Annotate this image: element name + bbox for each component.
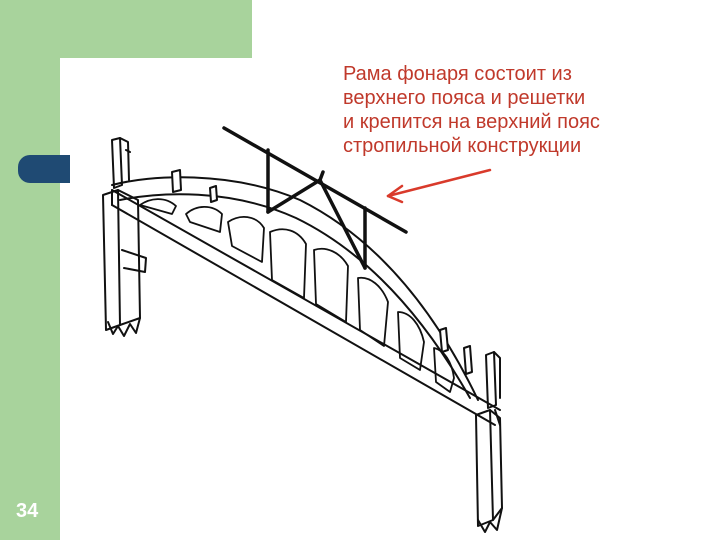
- right-column: [475, 351, 503, 533]
- slide-number: 34: [16, 500, 39, 522]
- caption-line-1: Рама фонаря состоит из: [343, 63, 572, 85]
- truss-drawing: [102, 126, 503, 533]
- lantern-frame: [222, 126, 408, 270]
- pointer-arrow: [386, 168, 492, 204]
- lattice-panels: [139, 198, 455, 393]
- decorative-blue-tab: [18, 155, 70, 183]
- caption-line-3: и крепится на верхний пояс: [343, 111, 600, 133]
- top-posts: [171, 169, 473, 375]
- caption-line-4: стропильной конструкции: [343, 135, 582, 157]
- decorative-green-strip: [0, 58, 60, 540]
- slide-content-area: [60, 58, 720, 540]
- bottom-chord: [111, 189, 501, 426]
- decorative-green-block: [0, 0, 252, 58]
- top-chord: [111, 176, 479, 401]
- left-column: [102, 137, 147, 337]
- caption-text: Рама фонаря состоит из верхнего пояса и …: [343, 62, 673, 158]
- caption-line-2: верхнего пояса и решетки: [343, 87, 586, 109]
